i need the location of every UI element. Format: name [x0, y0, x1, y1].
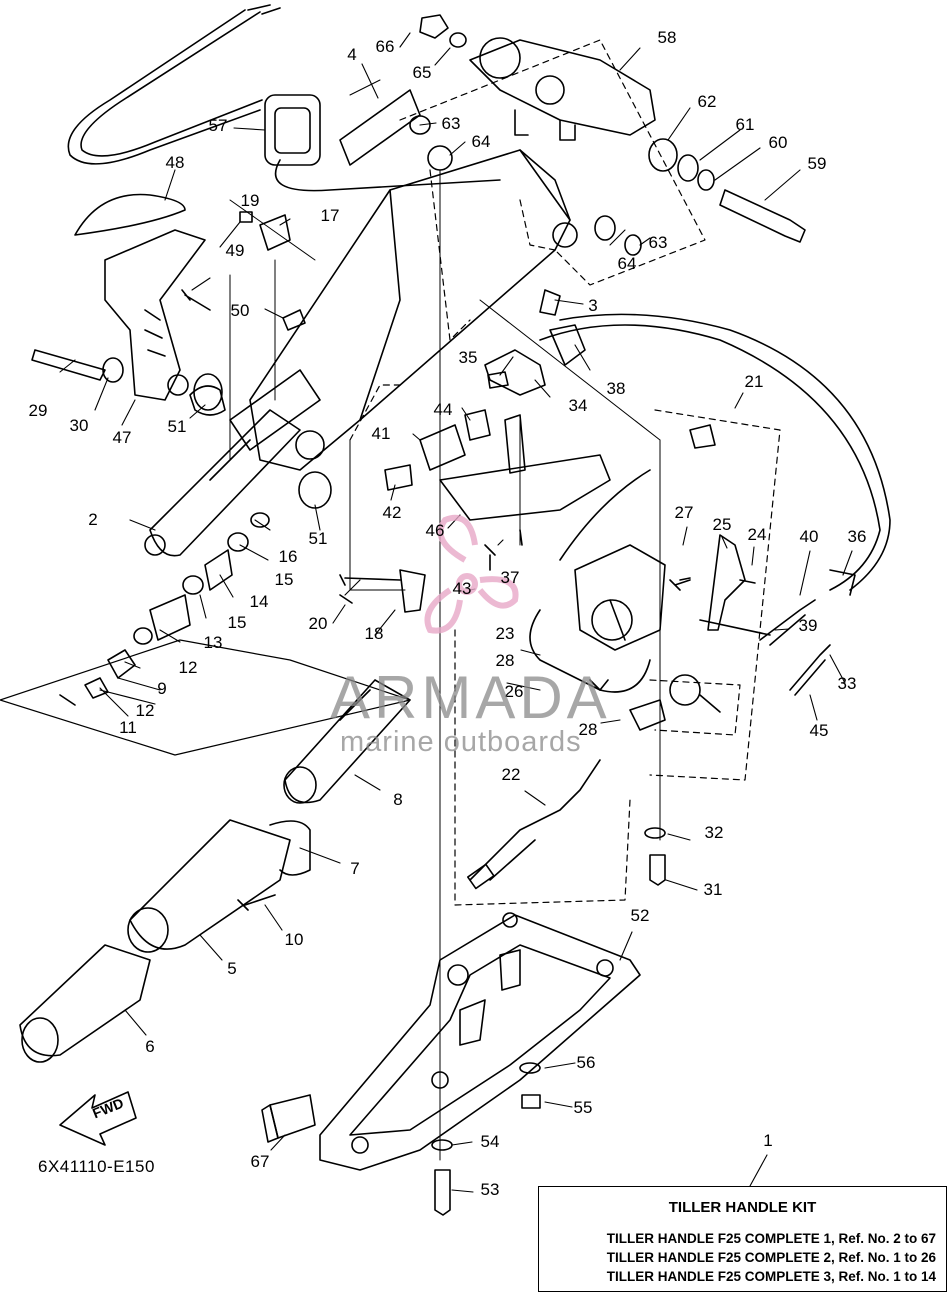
callout-57: 57 — [208, 116, 228, 135]
callout-25: 25 — [712, 515, 732, 534]
decal-part-4-50 — [282, 89, 421, 331]
callout-59: 59 — [807, 154, 827, 173]
callout-24: 24 — [747, 525, 767, 544]
kit-title: TILLER HANDLE KIT — [668, 1199, 817, 1216]
callout-38: 38 — [606, 379, 626, 398]
callout-30: 30 — [69, 416, 89, 435]
throttle-shaft-part-2 — [59, 373, 426, 706]
callout-5: 5 — [227, 959, 237, 978]
callout-20: 20 — [308, 614, 328, 633]
callout-11: 11 — [119, 718, 137, 737]
callout-29: 29 — [28, 401, 48, 420]
kit-line-3: TILLER HANDLE F25 COMPLETE 3, Ref. No. 1… — [606, 1269, 936, 1284]
callout-10: 10 — [284, 930, 304, 949]
callout-52: 52 — [630, 906, 650, 925]
washer-stack-59-66 — [409, 14, 806, 256]
leader-lines — [229, 79, 661, 1161]
callout-40: 40 — [799, 527, 819, 546]
callout-41: 41 — [371, 424, 391, 443]
callout-51: 51 — [167, 417, 187, 436]
callout-1: 1 — [763, 1131, 773, 1150]
callout-58: 58 — [657, 28, 677, 47]
cables-22-33-39-40 — [466, 313, 891, 890]
callout-34: 34 — [568, 396, 588, 415]
callout-45: 45 — [809, 721, 829, 740]
fasteners-bottom — [261, 827, 666, 1216]
callout-8: 8 — [393, 790, 403, 809]
callout-39: 39 — [798, 616, 818, 635]
callout-15: 15 — [274, 570, 294, 589]
dashed-guides — [349, 39, 781, 906]
callout-56: 56 — [576, 1053, 596, 1072]
callout-63: 63 — [648, 233, 668, 252]
screws — [181, 211, 756, 591]
callout-23: 23 — [495, 624, 515, 643]
callout-50: 50 — [230, 301, 250, 320]
control-cable-part-57 — [67, 4, 501, 192]
callout-55: 55 — [573, 1098, 593, 1117]
callout-6: 6 — [145, 1037, 155, 1056]
tiller-bracket-body — [229, 149, 578, 471]
callout-33: 33 — [837, 674, 857, 693]
callout-32: 32 — [704, 823, 724, 842]
kit-line-1: TILLER HANDLE F25 COMPLETE 1, Ref. No. 2… — [606, 1231, 936, 1246]
callout-28: 28 — [495, 651, 515, 670]
bottom-cover-part-52 — [319, 912, 641, 1171]
diagram-code: 6X41110-E150 — [38, 1157, 155, 1176]
callout-67: 67 — [250, 1152, 270, 1171]
callout-63: 63 — [441, 114, 461, 133]
callout-51: 51 — [308, 529, 328, 548]
callout-37: 37 — [500, 568, 520, 587]
linkage-assembly — [384, 289, 611, 521]
callout-12: 12 — [178, 658, 198, 677]
callout-46: 46 — [425, 521, 445, 540]
throttle-grip-parts-5-8 — [19, 679, 411, 1063]
callout-14: 14 — [249, 592, 269, 611]
callout-66: 66 — [375, 37, 395, 56]
callout-49: 49 — [225, 241, 245, 260]
fwd-arrow-icon — [59, 1091, 137, 1146]
kit-line-2: TILLER HANDLE F25 COMPLETE 2, Ref. No. 1… — [606, 1250, 936, 1265]
callout-53: 53 — [480, 1180, 500, 1199]
callout-54: 54 — [480, 1132, 500, 1151]
tiller-handle-kit-box: TILLER HANDLE KIT TILLER HANDLE F25 COMP… — [538, 1186, 947, 1292]
switch-assembly-part-21 — [529, 424, 771, 731]
callout-43: 43 — [452, 579, 472, 598]
watermark-propeller-logo — [424, 514, 519, 634]
callout-47: 47 — [112, 428, 132, 447]
callout-64: 64 — [617, 254, 637, 273]
shift-lever-part-47-48 — [31, 193, 226, 416]
callout-16: 16 — [278, 547, 298, 566]
callout-19: 19 — [240, 191, 260, 210]
bracket-part-58 — [469, 37, 656, 141]
callout-21: 21 — [744, 372, 764, 391]
callout-2: 2 — [88, 510, 98, 529]
callout-4: 4 — [347, 45, 357, 64]
kit-outline-box — [0, 639, 411, 756]
callout-64: 64 — [471, 132, 491, 151]
callout-65: 65 — [412, 63, 432, 82]
callout-22: 22 — [501, 765, 521, 784]
callout-15: 15 — [227, 613, 247, 632]
callout-60: 60 — [768, 133, 788, 152]
callout-27: 27 — [674, 503, 694, 522]
callout-48: 48 — [165, 153, 185, 172]
callout-35: 35 — [458, 348, 478, 367]
callout-12: 12 — [135, 701, 155, 720]
callout-3: 3 — [588, 296, 598, 315]
callout-13: 13 — [203, 633, 223, 652]
callout-17: 17 — [320, 206, 340, 225]
callout-61: 61 — [735, 115, 755, 134]
callout-36: 36 — [847, 527, 867, 546]
callout-9: 9 — [157, 679, 167, 698]
callout-62: 62 — [697, 92, 717, 111]
callout-26: 26 — [504, 682, 524, 701]
callout-31: 31 — [703, 880, 723, 899]
callout-7: 7 — [350, 859, 360, 878]
callout-28: 28 — [578, 720, 598, 739]
callout-42: 42 — [382, 503, 402, 522]
callout-44: 44 — [433, 400, 453, 419]
callout-18: 18 — [364, 624, 384, 643]
